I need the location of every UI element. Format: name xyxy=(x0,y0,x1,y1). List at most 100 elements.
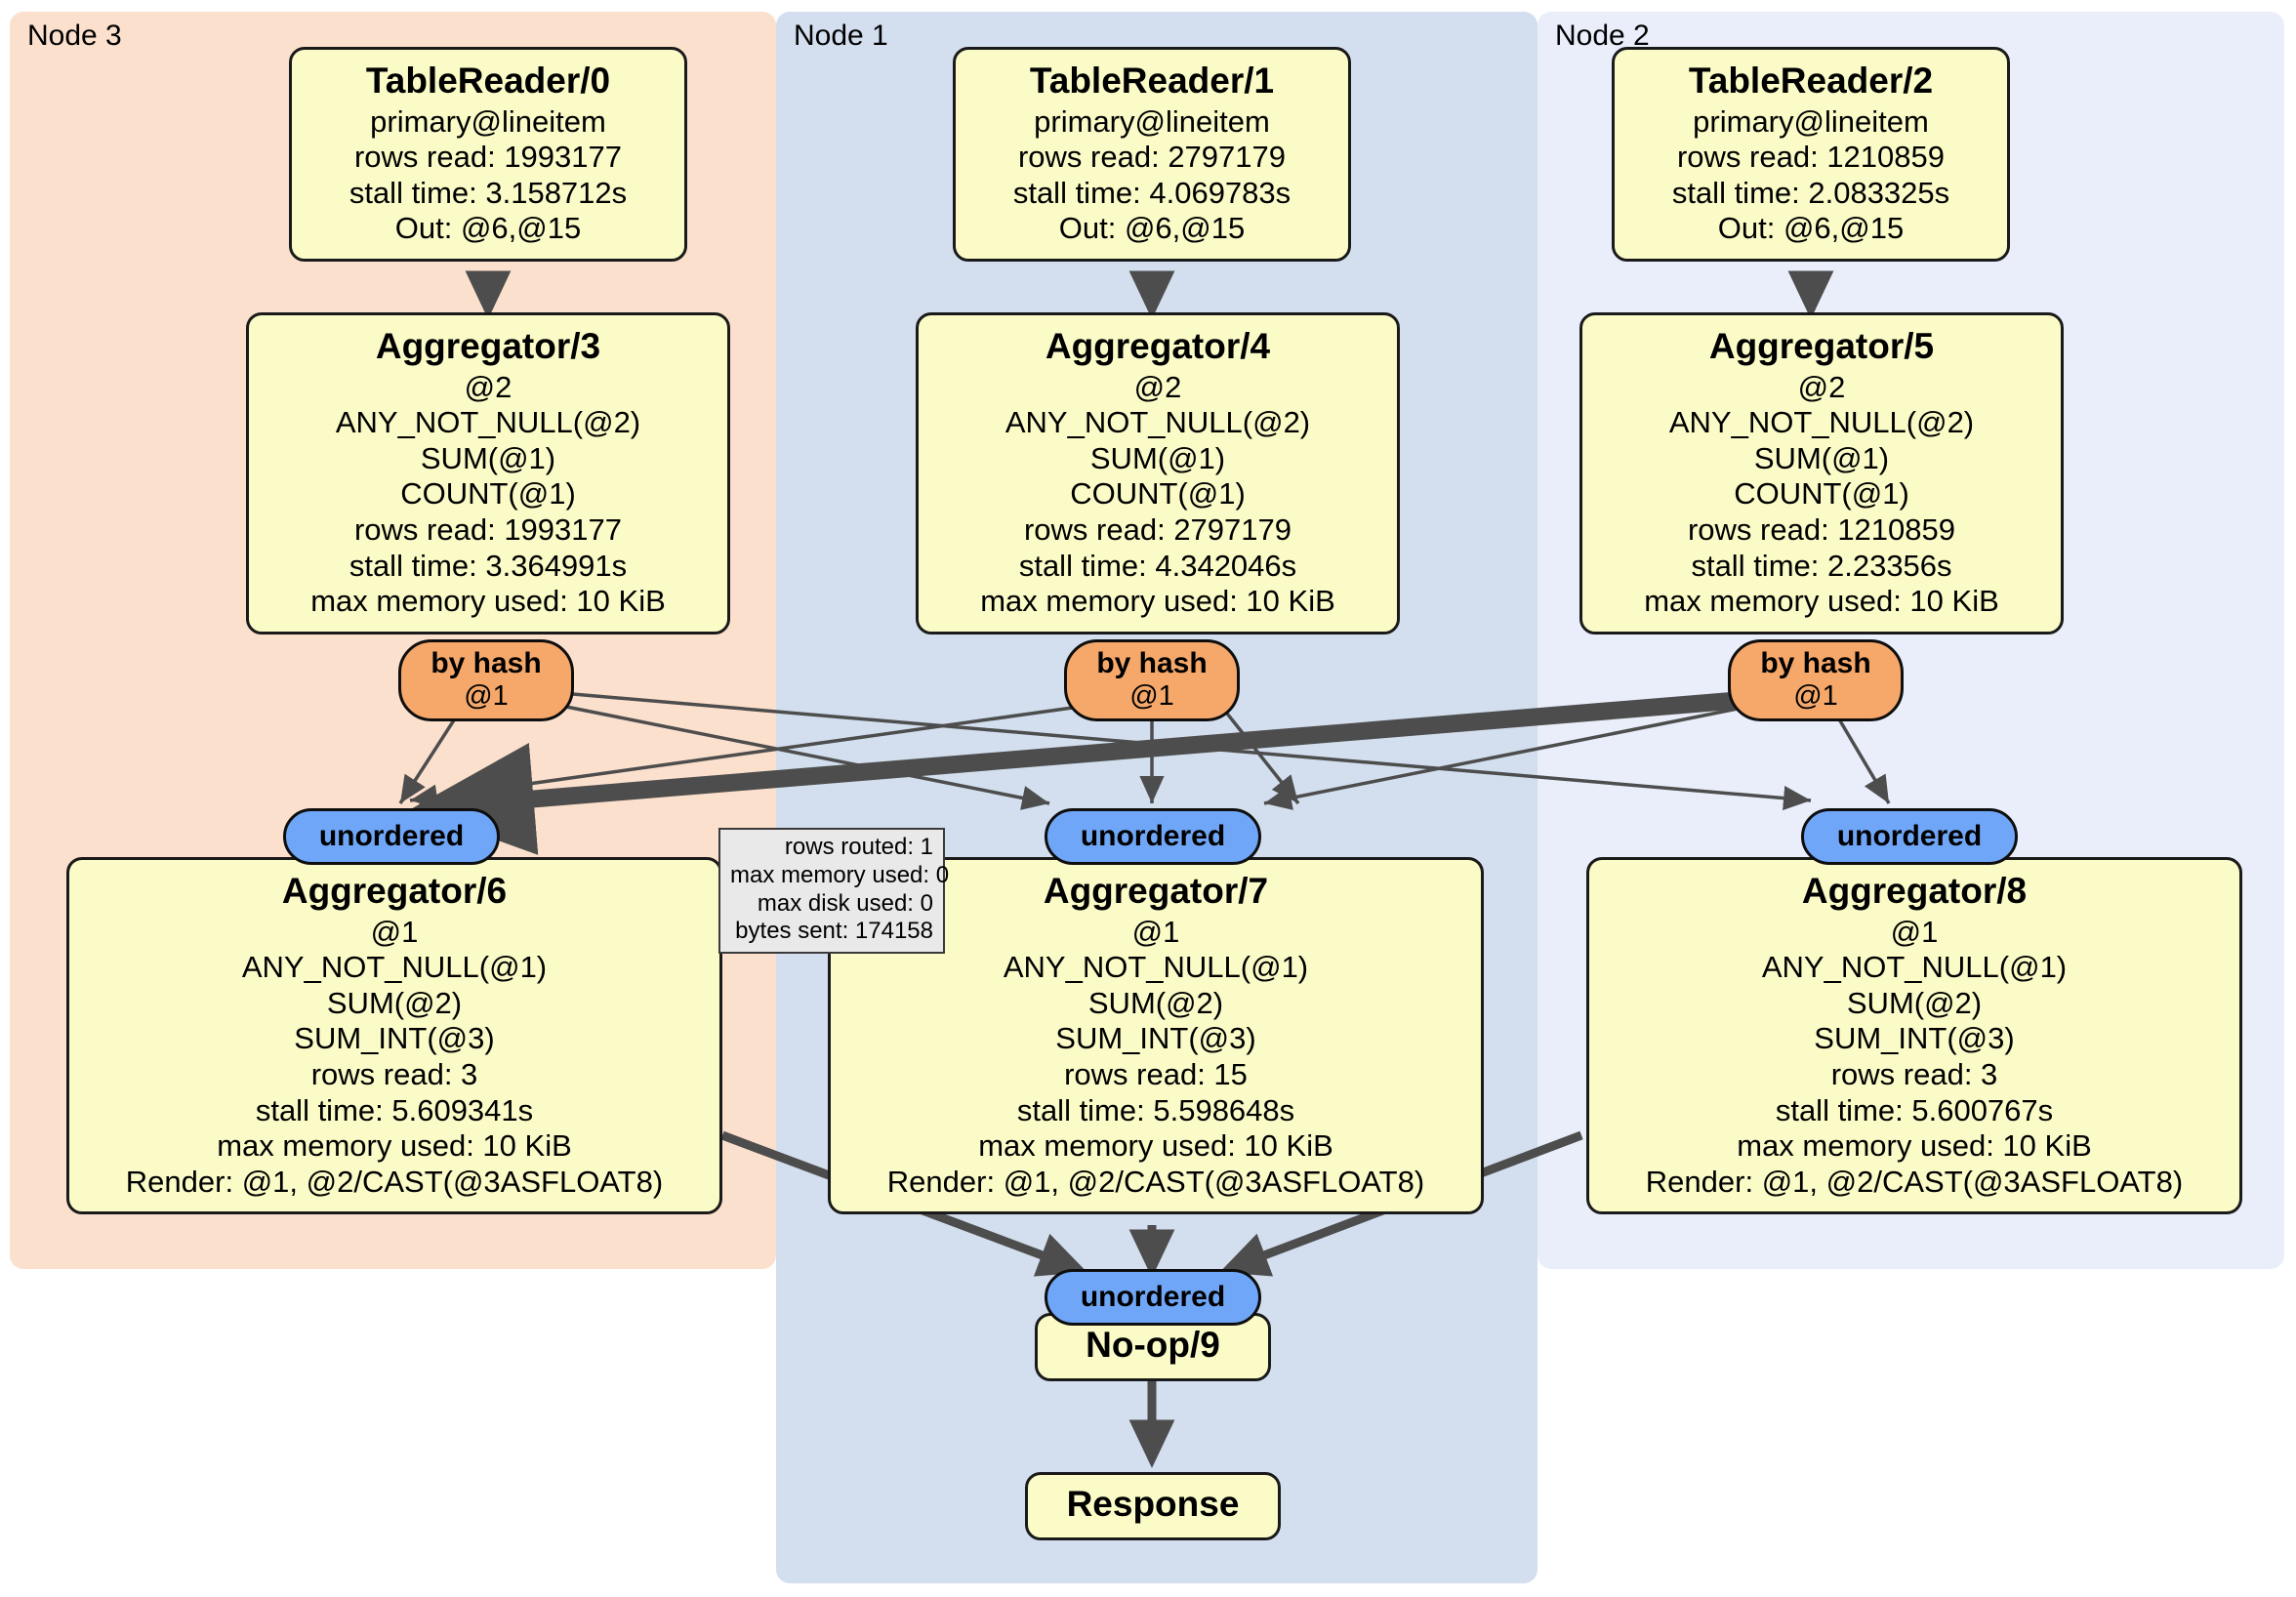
processor-title: TableReader/1 xyxy=(1029,61,1275,101)
processor-line: max memory used: 10 KiB xyxy=(978,1128,1333,1164)
processor-aggregator-4[interactable]: Aggregator/4 @2 ANY_NOT_NULL(@2) SUM(@1)… xyxy=(916,312,1400,635)
processor-line: stall time: 3.158712s xyxy=(348,175,628,210)
synchronizer-unordered-noop-9[interactable]: unordered xyxy=(1045,1269,1261,1326)
processor-line: COUNT(@1) xyxy=(1734,476,1909,512)
processor-aggregator-5[interactable]: Aggregator/5 @2 ANY_NOT_NULL(@2) SUM(@1)… xyxy=(1579,312,2064,635)
processor-line: max memory used: 10 KiB xyxy=(1644,584,1999,619)
processor-line: @1 xyxy=(1131,914,1180,949)
processor-line: Out: @6,@15 xyxy=(394,211,582,246)
processor-line: SUM_INT(@3) xyxy=(294,1021,495,1056)
processor-line: rows read: 1210859 xyxy=(1687,512,1956,547)
synchronizer-unordered-aggregator-7[interactable]: unordered xyxy=(1045,808,1261,865)
processor-line: ANY_NOT_NULL(@2) xyxy=(1004,405,1311,440)
stats-line: max memory used: 0 xyxy=(730,861,950,888)
processor-line: rows read: 3 xyxy=(1830,1056,1998,1091)
processor-line: ANY_NOT_NULL(@2) xyxy=(335,405,641,440)
synchronizer-unordered-aggregator-8[interactable]: unordered xyxy=(1801,808,2018,865)
processor-line: rows read: 1993177 xyxy=(353,512,623,547)
router-column: @1 xyxy=(464,679,509,712)
processor-line: @2 xyxy=(1133,369,1182,404)
router-label: by hash xyxy=(430,647,542,679)
processor-title: TableReader/2 xyxy=(1688,61,1934,101)
processor-line: stall time: 2.23356s xyxy=(1691,548,1952,583)
processor-title: Aggregator/3 xyxy=(375,326,601,366)
processor-title: Aggregator/4 xyxy=(1045,326,1271,366)
processor-line: ANY_NOT_NULL(@1) xyxy=(1761,950,2068,985)
synchronizer-label: unordered xyxy=(318,820,465,852)
processor-line: Render: @1, @2/CAST(@3ASFLOAT8) xyxy=(1645,1164,2184,1199)
processor-line: rows read: 1210859 xyxy=(1676,140,1946,175)
stats-line: bytes sent: 174158 xyxy=(735,918,933,945)
processor-line: SUM(@1) xyxy=(1089,440,1226,475)
processor-line: max memory used: 10 KiB xyxy=(1737,1128,2092,1164)
processor-line: ANY_NOT_NULL(@1) xyxy=(241,950,548,985)
stream-stats-tooltip: rows routed: 1 max memory used: 0 max di… xyxy=(718,828,950,955)
processor-table-reader-0[interactable]: TableReader/0 primary@lineitem rows read… xyxy=(289,47,687,262)
processor-line: stall time: 5.600767s xyxy=(1775,1092,2054,1127)
processor-line: @1 xyxy=(1890,914,1939,949)
processor-line: @2 xyxy=(464,369,512,404)
processor-line: ANY_NOT_NULL(@2) xyxy=(1668,405,1975,440)
processor-line: SUM_INT(@3) xyxy=(1814,1021,2015,1056)
processor-line: rows read: 1993177 xyxy=(353,140,623,175)
processor-line: stall time: 3.364991s xyxy=(348,548,628,583)
cluster-label-node-3: Node 3 xyxy=(27,20,122,52)
processor-title: Aggregator/5 xyxy=(1708,326,1935,366)
router-by-hash-aggregator-3[interactable]: by hash @1 xyxy=(398,639,574,722)
router-label: by hash xyxy=(1096,647,1208,679)
stats-line: rows routed: 1 xyxy=(784,834,933,860)
processor-title: Aggregator/7 xyxy=(1043,871,1269,911)
processor-line: Out: @6,@15 xyxy=(1058,211,1246,246)
processor-aggregator-6[interactable]: Aggregator/6 @1 ANY_NOT_NULL(@1) SUM(@2)… xyxy=(66,857,722,1215)
synchronizer-label: unordered xyxy=(1080,1281,1226,1313)
processor-line: SUM(@2) xyxy=(326,985,463,1020)
synchronizer-label: unordered xyxy=(1836,820,1983,852)
processor-table-reader-2[interactable]: TableReader/2 primary@lineitem rows read… xyxy=(1612,47,2010,262)
processor-aggregator-8[interactable]: Aggregator/8 @1 ANY_NOT_NULL(@1) SUM(@2)… xyxy=(1586,857,2242,1215)
processor-line: SUM(@2) xyxy=(1087,985,1224,1020)
processor-line: stall time: 4.069783s xyxy=(1012,175,1292,210)
synchronizer-unordered-aggregator-6[interactable]: unordered xyxy=(283,808,500,865)
router-column: @1 xyxy=(1129,679,1174,712)
processor-line: stall time: 4.342046s xyxy=(1018,548,1297,583)
processor-line: @2 xyxy=(1797,369,1846,404)
processor-line: max memory used: 10 KiB xyxy=(310,584,666,619)
router-by-hash-aggregator-4[interactable]: by hash @1 xyxy=(1064,639,1240,722)
cluster-label-node-2: Node 2 xyxy=(1555,20,1650,52)
processor-line: SUM(@2) xyxy=(1846,985,1983,1020)
stats-line: max disk used: 0 xyxy=(757,889,933,917)
processor-line: stall time: 5.609341s xyxy=(255,1092,534,1127)
processor-line: primary@lineitem xyxy=(370,103,606,139)
processor-title: TableReader/0 xyxy=(365,61,611,101)
router-by-hash-aggregator-5[interactable]: by hash @1 xyxy=(1728,639,1904,722)
processor-title: Response xyxy=(1066,1484,1240,1524)
processor-line: SUM_INT(@3) xyxy=(1055,1021,1256,1056)
processor-title: No-op/9 xyxy=(1086,1325,1220,1365)
processor-line: COUNT(@1) xyxy=(400,476,576,512)
processor-line: COUNT(@1) xyxy=(1070,476,1246,512)
processor-line: rows read: 2797179 xyxy=(1017,140,1287,175)
processor-title: Aggregator/8 xyxy=(1801,871,2028,911)
processor-line: stall time: 5.598648s xyxy=(1016,1092,1295,1127)
processor-line: Render: @1, @2/CAST(@3ASFLOAT8) xyxy=(886,1164,1425,1199)
router-label: by hash xyxy=(1760,647,1871,679)
processor-line: @1 xyxy=(370,914,419,949)
processor-line: rows read: 2797179 xyxy=(1023,512,1292,547)
processor-title: Aggregator/6 xyxy=(281,871,508,911)
processor-line: SUM(@1) xyxy=(420,440,556,475)
processor-line: ANY_NOT_NULL(@1) xyxy=(1003,950,1309,985)
processor-line: primary@lineitem xyxy=(1693,103,1929,139)
processor-line: Render: @1, @2/CAST(@3ASFLOAT8) xyxy=(125,1164,664,1199)
processor-aggregator-3[interactable]: Aggregator/3 @2 ANY_NOT_NULL(@2) SUM(@1)… xyxy=(246,312,730,635)
processor-line: rows read: 3 xyxy=(310,1056,478,1091)
processor-response[interactable]: Response xyxy=(1025,1472,1281,1540)
processor-line: Out: @6,@15 xyxy=(1717,211,1905,246)
processor-line: primary@lineitem xyxy=(1034,103,1270,139)
cluster-label-node-1: Node 1 xyxy=(794,20,888,52)
processor-table-reader-1[interactable]: TableReader/1 primary@lineitem rows read… xyxy=(953,47,1351,262)
processor-line: max memory used: 10 KiB xyxy=(980,584,1335,619)
processor-line: SUM(@1) xyxy=(1753,440,1890,475)
router-column: @1 xyxy=(1793,679,1838,712)
processor-line: stall time: 2.083325s xyxy=(1671,175,1950,210)
